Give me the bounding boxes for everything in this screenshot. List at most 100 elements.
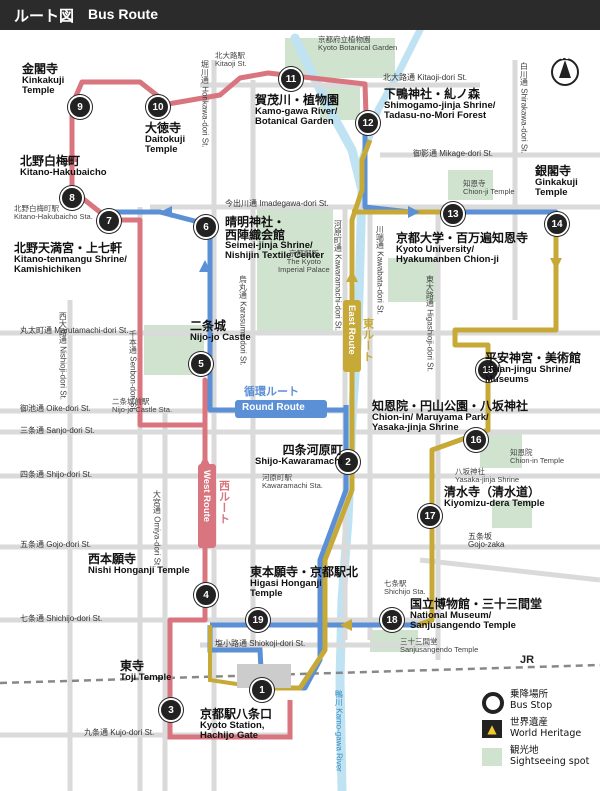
bus-stop-7[interactable]: 7 <box>97 209 121 233</box>
legend-heritage-icon: ▲ <box>482 720 502 738</box>
bus-stop-5[interactable]: 5 <box>189 352 213 376</box>
bus-stop-8[interactable]: 8 <box>60 186 84 210</box>
map-header: ルート図 Bus Route <box>0 0 600 30</box>
place-kamogawa: 鴨川 Kamo-gawa River <box>334 690 344 772</box>
street-shichijo: 七条通 Shichijo-dori St. <box>20 614 103 623</box>
street-shiokoji: 塩小路通 Shiokoji-dori St. <box>215 639 306 648</box>
west-route-line <box>69 70 369 705</box>
place-jr: JR <box>520 654 535 666</box>
street-shirakawa: 白川通 Shirakawa-dori St. <box>519 62 529 154</box>
west-route-en: West Route <box>200 470 212 523</box>
compass-letter: N <box>560 49 570 62</box>
bus-stop-4[interactable]: 4 <box>194 583 218 607</box>
bus-stop-14[interactable]: 14 <box>545 212 569 236</box>
west-route-jp: 西ルート <box>217 480 231 524</box>
bus-stop-2[interactable]: 2 <box>336 450 360 474</box>
west-route-badge <box>198 464 216 548</box>
bus-stop-9[interactable]: 9 <box>68 95 92 119</box>
east-route-badge <box>343 300 361 372</box>
bus-stop-1[interactable]: 1 <box>250 678 274 702</box>
street-nishioji: 西大路通 Nishioji-dori St. <box>58 312 68 401</box>
bus-stop-17[interactable]: 17 <box>418 504 442 528</box>
stop-17-label: 清水寺（清水道）Kiyomizu-dera Temple <box>444 485 545 509</box>
bus-stop-15[interactable]: 15 <box>476 358 500 382</box>
street-imadegawa: 今出川通 Imadegawa-dori St. <box>225 199 329 208</box>
street-karasuma: 烏丸通 Karasuma-dori St. <box>238 275 248 366</box>
street-oike: 御池通 Oike-dori St. <box>20 404 91 413</box>
bus-stop-11[interactable]: 11 <box>279 67 303 91</box>
bus-stop-10[interactable]: 10 <box>146 95 170 119</box>
round-route-jp: 循環ルート <box>244 385 299 398</box>
round-route-en: Round Route <box>242 402 305 413</box>
bus-stop-18[interactable]: 18 <box>380 608 404 632</box>
east-route-line <box>263 139 373 691</box>
map-title-jp: ルート図 <box>14 7 75 25</box>
streets <box>0 60 600 791</box>
street-kawaramachi: 河原町通 Kawaramachi-dori St. <box>333 220 343 331</box>
street-marutamachi: 丸太町通 Marutamachi-dori St. <box>20 326 129 335</box>
street-horikawa: 堀川通 Horikawa-dori St. <box>200 60 210 148</box>
legend-busstop-icon <box>482 692 504 714</box>
east-route-en: East Route <box>345 305 357 355</box>
bus-stop-13[interactable]: 13 <box>441 202 465 226</box>
street-kujo: 九条通 Kujo-dori St. <box>84 728 155 737</box>
street-omiya: 大宮通 Omiya-dori St. <box>152 490 162 568</box>
university-area <box>388 258 438 302</box>
legend-spot-icon <box>482 748 502 766</box>
ginkakuji-area <box>448 170 493 200</box>
bus-stop-6[interactable]: 6 <box>194 215 218 239</box>
route-arrows <box>160 206 420 272</box>
street-sanjo: 三条通 Sanjo-dori St. <box>20 426 95 435</box>
street-higashioji: 東大路通 Higashioji-dori St. <box>425 275 435 372</box>
street-kitaoji: 北大路通 Kitaoji-dori St. <box>383 73 468 82</box>
street-mikage: 御影通 Mikage-dori St. <box>413 149 494 158</box>
route-map <box>0 30 600 791</box>
street-gojo: 五条通 Gojo-dori St. <box>20 540 92 549</box>
bus-stop-19[interactable]: 19 <box>246 608 270 632</box>
bus-stop-12[interactable]: 12 <box>356 111 380 135</box>
kiyomizu-area <box>492 500 532 528</box>
street-shijo: 四条通 Shijo-dori St. <box>20 470 93 479</box>
street-kawabata: 川端通 Kawabata-dori St. <box>375 225 385 315</box>
east-route-jp: 東ルート <box>361 318 375 362</box>
jr-line <box>0 663 600 685</box>
map-title-en: Bus Route <box>88 6 158 22</box>
round-route-badge <box>235 400 327 418</box>
bus-stop-16[interactable]: 16 <box>464 428 488 452</box>
street-senbon: 千本通 Senbon-dori St. <box>128 330 138 412</box>
bus-stop-3[interactable]: 3 <box>159 698 183 722</box>
